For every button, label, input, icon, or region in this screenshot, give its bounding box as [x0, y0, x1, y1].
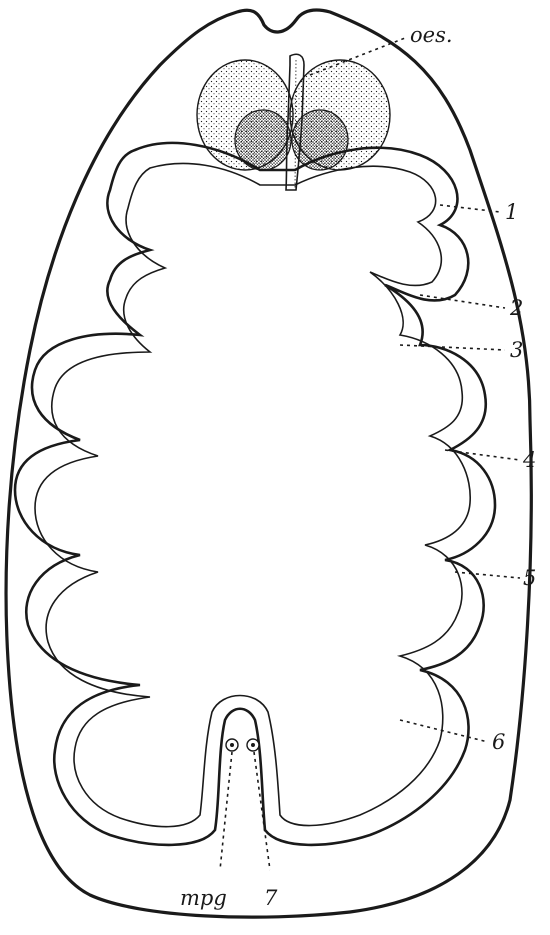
label-7: 7 — [264, 886, 278, 910]
gut-inner-wall — [35, 163, 470, 826]
label-oes: oes. — [410, 23, 453, 47]
label-4: 4 — [522, 448, 536, 472]
label-6: 6 — [492, 730, 505, 754]
label-1: 1 — [505, 200, 518, 224]
cerebral-ganglia — [197, 60, 390, 170]
label-3: 3 — [510, 338, 523, 362]
label-mpg: mpg — [180, 886, 227, 910]
label-5: 5 — [523, 566, 536, 590]
pore-pair — [226, 739, 259, 751]
label-2: 2 — [509, 296, 523, 320]
